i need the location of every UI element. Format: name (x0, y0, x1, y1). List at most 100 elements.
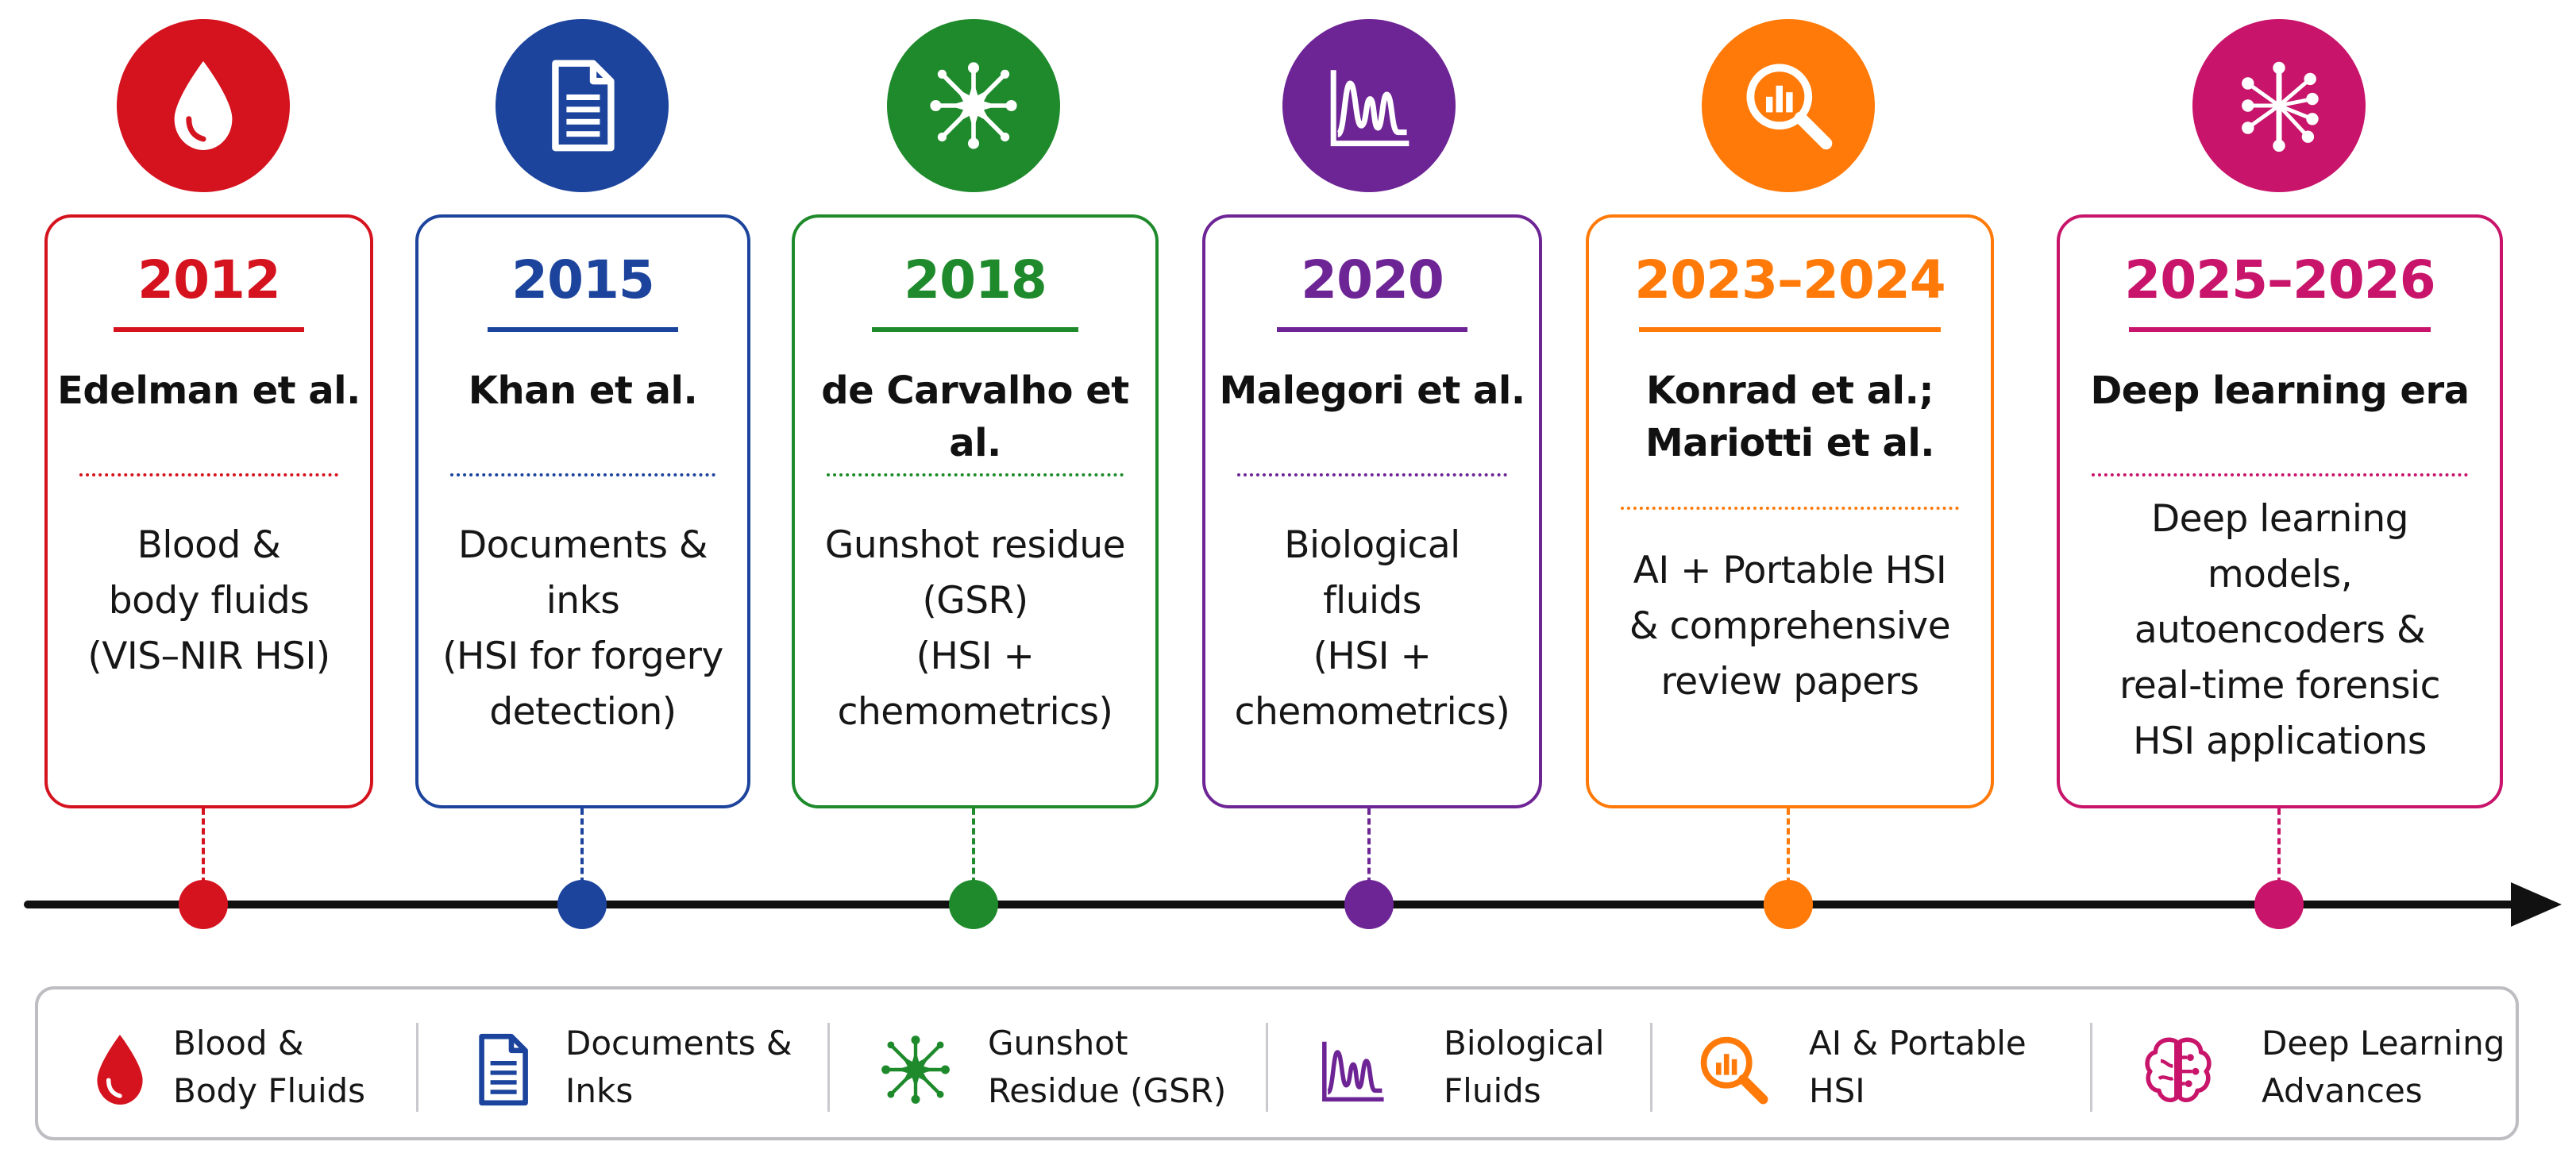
document-badge (496, 19, 669, 192)
magnifier-chart-icon (1690, 1026, 1785, 1113)
milestone-card: 2018 de Carvalho et al. Gunshot residue (GS… (792, 214, 1159, 808)
author-line: Malegori et al. (1219, 368, 1525, 413)
year-underline (114, 327, 304, 332)
legend-label-line: Documents & (565, 1024, 792, 1063)
description-line: & comprehensive (1629, 604, 1951, 648)
description-line: body fluids (108, 579, 310, 623)
legend-divider (2090, 1023, 2092, 1112)
year-underline (872, 327, 1078, 332)
description-line: (HSI + (916, 634, 1035, 678)
legend-label-line: HSI (1809, 1071, 1865, 1110)
timeline-marker (949, 880, 998, 929)
legend-label-line: Blood & (173, 1024, 304, 1063)
milestone-year: 2012 (137, 249, 281, 310)
milestone-year: 2018 (904, 249, 1047, 310)
connector-stem (1367, 808, 1371, 904)
separator-dots (827, 473, 1124, 476)
description-line: Biological (1284, 523, 1460, 567)
timeline-marker (2254, 880, 2304, 929)
year-underline (488, 327, 678, 332)
legend-label-line: Deep Learning (2262, 1024, 2505, 1063)
milestone-authors: Malegori et al. (1213, 364, 1531, 417)
description-line: (VIS–NIR HSI) (87, 634, 330, 678)
connector-stem (580, 808, 584, 904)
description-line: AI + Portable HSI (1633, 549, 1947, 592)
document-icon (526, 50, 638, 161)
spectrum-badge (1282, 19, 1456, 192)
gunshot-residue-icon (918, 50, 1029, 161)
description-line: review papers (1660, 660, 1919, 704)
timeline-axis (24, 901, 2529, 908)
description-line: HSI applications (2133, 719, 2427, 763)
spectrum-icon (1313, 50, 1425, 161)
timeline-marker (1764, 880, 1813, 929)
description-line: inks (546, 579, 620, 623)
neural-network-badge (2192, 19, 2366, 192)
milestone-year: 2015 (511, 249, 655, 310)
legend-label-line: Residue (GSR) (988, 1071, 1227, 1110)
description-line: (GSR) (922, 579, 1028, 623)
separator-dots (1237, 473, 1507, 476)
legend-divider (1266, 1023, 1268, 1112)
separator-dots (450, 473, 715, 476)
milestone-authors: de Carvalho et al. (803, 364, 1147, 469)
legend-divider (827, 1023, 830, 1112)
legend-label-line: Body Fluids (173, 1071, 366, 1110)
author-line: Konrad et al.; (1645, 368, 1934, 413)
description-line: chemometrics) (1234, 690, 1510, 734)
separator-dots (2092, 473, 2468, 476)
author-line: Khan et al. (468, 368, 698, 413)
legend: Blood & Body Fluids Documents &Inks Gunsho… (35, 986, 2519, 1140)
milestone-authors: Khan et al. (426, 364, 739, 417)
milestone-year: 2025–2026 (2124, 249, 2435, 310)
description-line: models, (2207, 553, 2353, 596)
author-line: Mariotti et al. (1645, 421, 1935, 465)
milestone-description: Biological fluids (HSI + chemometrics) (1217, 518, 1528, 740)
timeline-marker (1344, 880, 1394, 929)
milestone-authors: Konrad et al.; Mariotti et al. (1597, 364, 1983, 469)
description-line: fluids (1323, 579, 1421, 623)
legend-label-line: Advances (2262, 1071, 2423, 1110)
blood-drop-icon (76, 1026, 172, 1113)
spectrum-icon (1309, 1026, 1404, 1113)
year-underline (1639, 327, 1941, 332)
year-underline (1277, 327, 1467, 332)
connector-stem (1787, 808, 1790, 904)
legend-label: Blood & Body Fluids (173, 1020, 365, 1115)
description-line: (HSI for forgery (442, 634, 723, 678)
timeline-arrow-head (2511, 882, 2562, 927)
description-line: real-time forensic (2119, 664, 2440, 708)
magnifier-chart-icon (1733, 50, 1844, 161)
separator-dots (79, 473, 338, 476)
magnifier-chart-badge (1702, 19, 1875, 192)
milestone-authors: Deep learning era (2068, 364, 2492, 417)
legend-divider (416, 1023, 418, 1112)
document-icon (459, 1026, 554, 1113)
year-underline (2129, 327, 2431, 332)
description-line: detection) (489, 690, 677, 734)
milestone-authors: Edelman et al. (56, 364, 362, 417)
connector-stem (202, 808, 205, 904)
description-line: (HSI + (1313, 634, 1432, 678)
description-line: chemometrics) (837, 690, 1113, 734)
blood-drop-badge (117, 19, 290, 192)
description-line: Deep learning (2150, 497, 2409, 541)
description-line: Documents & (457, 523, 708, 567)
legend-label-line: Biological (1444, 1024, 1605, 1063)
legend-label: Documents &Inks (565, 1020, 792, 1115)
legend-label-line: Fluids (1444, 1071, 1541, 1110)
milestone-description: AI + Portable HSI & comprehensive review p… (1600, 543, 1980, 710)
author-line: de Carvalho et al. (821, 368, 1129, 465)
description-line: Gunshot residue (824, 523, 1126, 567)
